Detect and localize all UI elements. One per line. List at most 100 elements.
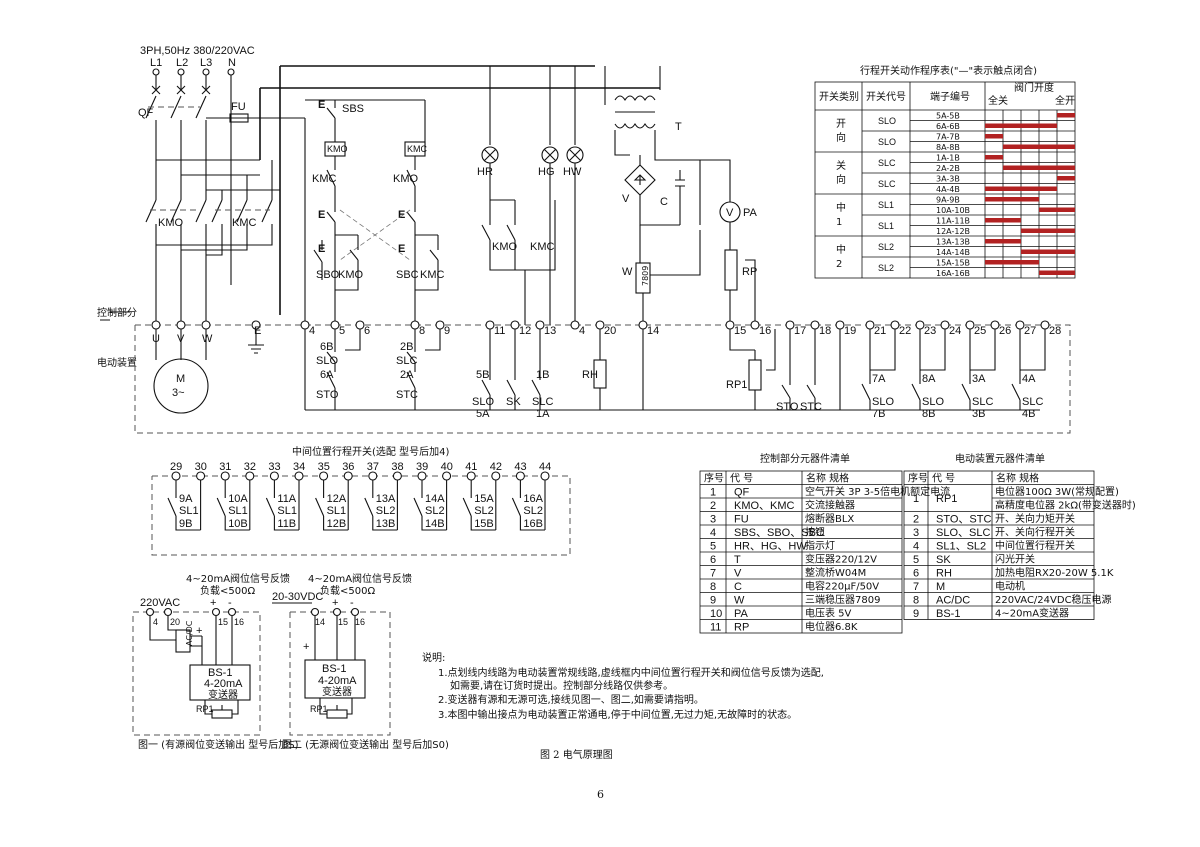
sto-label: STO bbox=[316, 389, 339, 401]
terminal-label: 25 bbox=[974, 325, 986, 337]
seq-closed-bar bbox=[985, 155, 1003, 160]
fig1-plus: + bbox=[210, 597, 216, 609]
control_table-header: 名称 规格 bbox=[806, 472, 849, 485]
sequence-title: 行程开关动作程序表("—"表示触点闭合) bbox=[860, 64, 1037, 77]
terminal-label: 17 bbox=[794, 325, 806, 337]
fig1-load: 负载<500Ω bbox=[200, 584, 255, 597]
control_table-row-code: V bbox=[734, 567, 742, 579]
terminal-label: 22 bbox=[899, 325, 911, 337]
mid-terminal-label: 36 bbox=[342, 461, 354, 473]
phase-n: N bbox=[228, 57, 236, 69]
control_table-row-code: SBS、SBO、SBC bbox=[734, 527, 824, 539]
coil-kmc-label: KMC bbox=[407, 144, 428, 154]
fig2-rp1: RP1 bbox=[310, 704, 328, 714]
control_table-row-no: 10 bbox=[710, 608, 722, 620]
control_table-row-code: KMO、KMC bbox=[734, 500, 795, 512]
seq-closed-bar bbox=[985, 134, 1003, 139]
fig2-t14: 14 bbox=[315, 617, 325, 627]
field-contacts: 6B SLO 6A STO 2B SLC 2A STC 5B SLO 5A SK… bbox=[305, 329, 1046, 420]
terminal-label: 15 bbox=[734, 325, 746, 337]
phase-l2: L2 bbox=[176, 57, 188, 69]
terminal-dot bbox=[915, 320, 925, 330]
seq-code: SLO bbox=[878, 137, 896, 147]
mid-terminal-label: 43 bbox=[514, 461, 526, 473]
fig1-t15: 15 bbox=[218, 617, 228, 627]
mid-terminal-label: 37 bbox=[367, 461, 379, 473]
terminal-dot bbox=[330, 320, 340, 330]
control-circuit: E SBS KMO KMC KMC KMO E E E E SBO KMO SB… bbox=[97, 66, 758, 369]
mid-terminal-dot bbox=[466, 471, 476, 481]
terminal-dot bbox=[595, 320, 605, 330]
fig1-t4: 4 bbox=[153, 617, 158, 627]
c4a: 4A bbox=[1022, 373, 1036, 385]
seq-header-code: 开关代号 bbox=[866, 90, 906, 103]
fig1-bs3: 变送器 bbox=[208, 688, 238, 701]
capacitor-label: C bbox=[660, 196, 668, 208]
mid-terminal-label: 42 bbox=[490, 461, 502, 473]
mid-terminal-dot bbox=[196, 471, 206, 481]
fig1-t16: 16 bbox=[234, 617, 244, 627]
terminal-label: 11 bbox=[494, 325, 505, 337]
kmc-hold-label: KMC bbox=[420, 269, 445, 281]
fig2-bs2: 4-20mA bbox=[318, 675, 357, 687]
device_table-row-spec-2: 高精度电位器 2kΩ(带变送器时) bbox=[995, 499, 1136, 512]
mid-switch-title: 中间位置行程开关(选配 型号后加4) bbox=[292, 445, 449, 458]
mid-terminal-label: 41 bbox=[465, 461, 477, 473]
device_table-row-spec: 中间位置行程开关 bbox=[995, 539, 1075, 552]
seq-closed-bar bbox=[985, 239, 1021, 244]
c8a: 8A bbox=[922, 373, 936, 385]
mid-terminal-dot bbox=[269, 471, 279, 481]
fu-label: FU bbox=[231, 101, 246, 113]
seq-category: 关 bbox=[836, 159, 846, 172]
control_table-row-spec: 指示灯 bbox=[805, 539, 835, 552]
mid-contact-switch: SL2 bbox=[376, 505, 396, 517]
mid-terminal-label: 33 bbox=[268, 461, 280, 473]
control_table-row-code: HR、HG、HW bbox=[734, 540, 807, 552]
sequence-table: 行程开关动作程序表("—"表示触点闭合) 开关类别开关代号端子编号阀门开度全关全… bbox=[814, 64, 1076, 279]
seq-terminal: 8A-8B bbox=[936, 143, 960, 152]
slc-3-label: SLC bbox=[972, 396, 993, 408]
control-zone-label: 控制部分 bbox=[97, 306, 137, 319]
c6b: 6B bbox=[320, 341, 333, 353]
c7a: 7A bbox=[872, 373, 886, 385]
supply-label: 3PH,50Hz 380/220VAC bbox=[140, 45, 255, 57]
device_table-row-no: 1 bbox=[913, 493, 919, 505]
terminal-label: 14 bbox=[647, 325, 659, 337]
figure-two: 4~20mA阀位信号反馈 负载<500Ω 20-30VDC 14 15 16 +… bbox=[272, 572, 449, 751]
c1a: 1A bbox=[536, 408, 550, 420]
seq-closed-bar bbox=[1021, 249, 1075, 254]
terminal-dot bbox=[300, 320, 310, 330]
note-line-3: 2.变送器有源和无源可选,接线见图一、图二,如需要请指明。 bbox=[438, 693, 704, 706]
mid-terminal-dot bbox=[171, 471, 181, 481]
terminal-dot bbox=[1040, 320, 1050, 330]
mid-contact-a: 13A bbox=[376, 493, 396, 505]
control-table-title: 控制部分元器件清单 bbox=[760, 452, 850, 465]
mid-terminal-dot bbox=[245, 471, 255, 481]
seq-closed-bar bbox=[1039, 270, 1075, 275]
mid-terminal-label: 31 bbox=[219, 461, 231, 473]
control_table-row-no: 9 bbox=[710, 594, 716, 606]
device_table-row-no: 8 bbox=[913, 594, 919, 606]
device_table-row-code: M bbox=[936, 581, 945, 593]
kmo-main-label: KMO bbox=[158, 217, 184, 229]
seq-category-2: 1 bbox=[836, 217, 842, 228]
control_table-row-spec: 整流桥W04M bbox=[805, 566, 866, 579]
device_table-row-code: RH bbox=[936, 567, 952, 579]
seq-category-2: 向 bbox=[836, 131, 846, 144]
mid-contact bbox=[462, 480, 497, 531]
c5b: 5B bbox=[476, 369, 489, 381]
mid-contact-switch: SL1 bbox=[228, 505, 248, 517]
seq-category: 中 bbox=[836, 201, 846, 214]
terminal-label: 19 bbox=[844, 325, 856, 337]
note-line-4: 3.本图中输出接点为电动装置正常通电,停于中间位置,无过力矩,无故障时的状态。 bbox=[438, 708, 797, 721]
device_table-header: 代 号 bbox=[932, 473, 955, 485]
seq-full-close: 全关 bbox=[988, 94, 1008, 107]
seq-code: SLC bbox=[878, 179, 896, 189]
mid-contact bbox=[364, 480, 398, 531]
device_table-row-spec: 4~20mA变送器 bbox=[995, 607, 1069, 620]
terminal-dot bbox=[638, 320, 648, 330]
mid-contact-a: 15A bbox=[474, 493, 494, 505]
fig2-plus2: + bbox=[303, 641, 309, 653]
